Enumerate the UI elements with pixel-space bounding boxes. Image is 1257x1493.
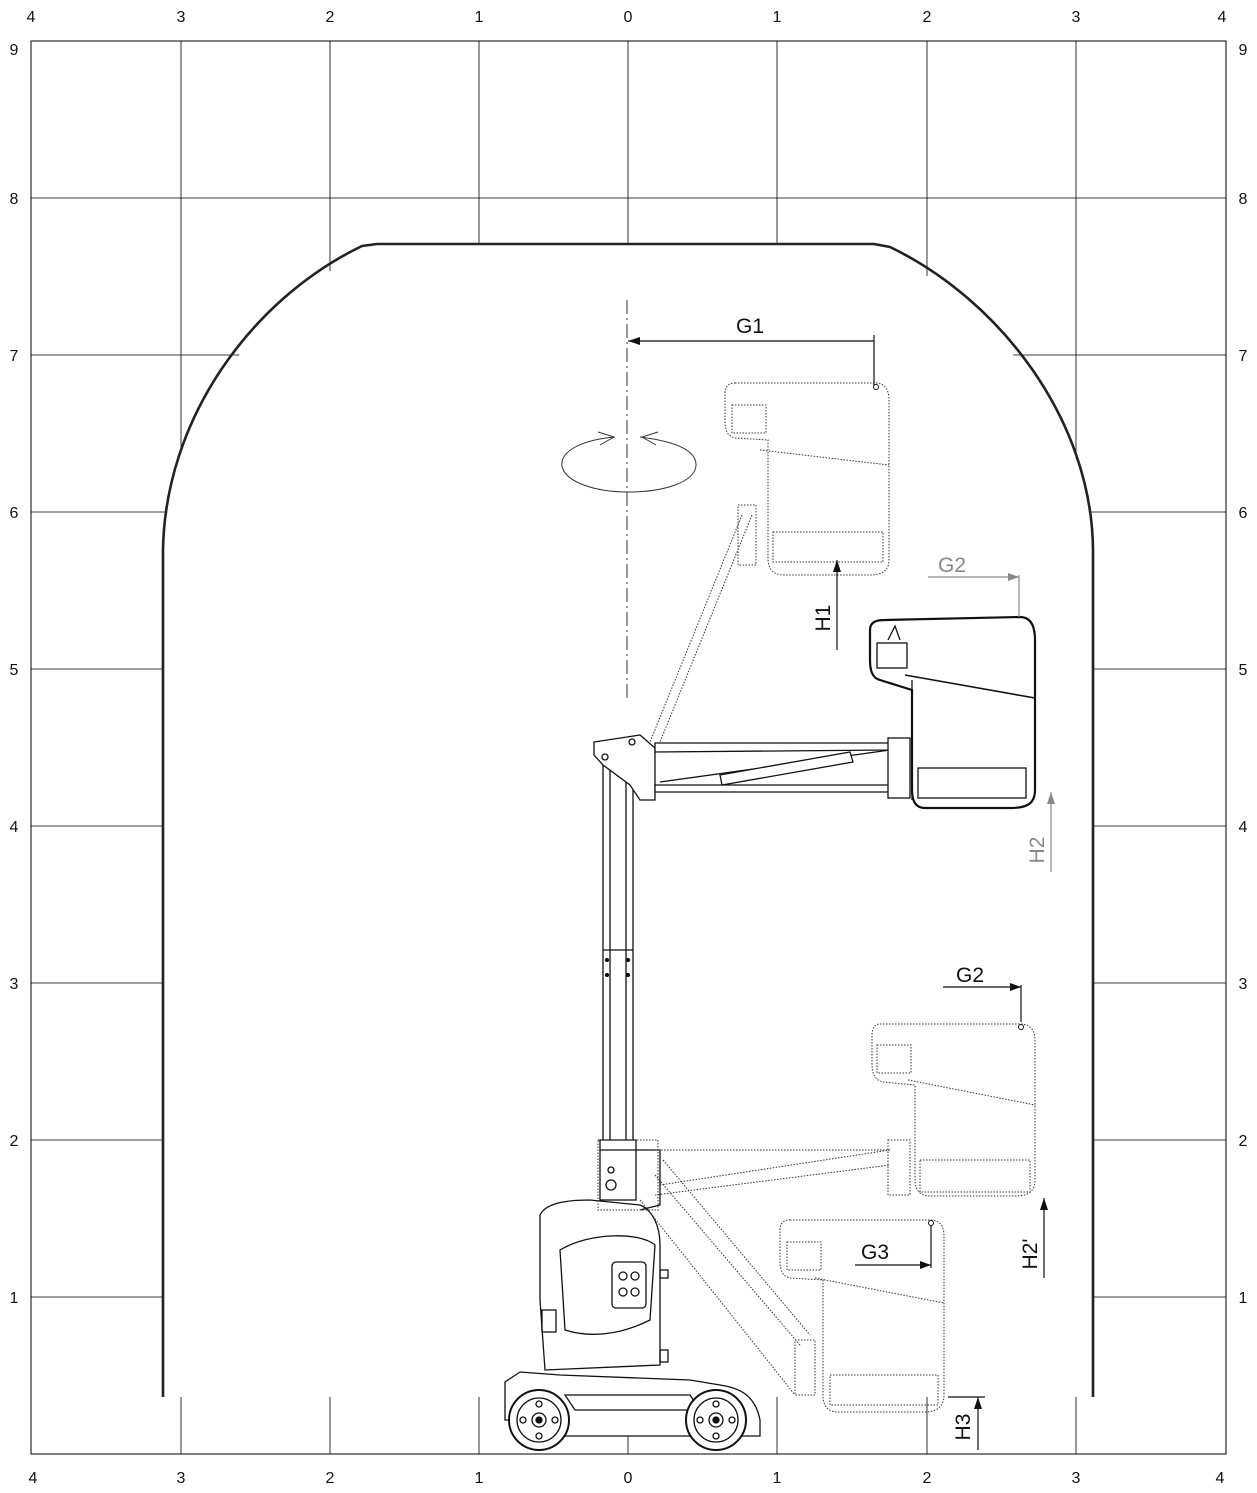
working-envelope-outline — [161, 242, 1095, 1397]
g2-label: G2 — [956, 964, 984, 987]
ghost-basket-top — [649, 382, 890, 743]
x-tick-bottom: 3 — [1072, 1470, 1081, 1487]
x-tick-bottom: 2 — [326, 1470, 335, 1487]
platform-basket — [868, 615, 1037, 810]
jib-cylinder — [719, 751, 854, 786]
y-tick-left: 4 — [10, 819, 19, 836]
jib-upper-arm — [654, 742, 891, 753]
dimension-h2-prime: H2' — [1019, 1198, 1048, 1278]
x-tick-bottom: 3 — [177, 1470, 186, 1487]
x-tick-top: 1 — [773, 9, 782, 26]
x-tick-top: 3 — [1072, 9, 1081, 26]
x-tick-bottom: 2 — [923, 1470, 932, 1487]
mast-head — [593, 734, 656, 801]
y-tick-left: 2 — [10, 1133, 19, 1150]
x-tick-bottom: 4 — [29, 1470, 38, 1487]
ghost-basket-lower — [597, 1023, 1036, 1211]
y-tick-left: 5 — [10, 662, 19, 679]
x-tick-bottom: 1 — [475, 1470, 484, 1487]
x-tick-bottom: 0 — [624, 1470, 633, 1487]
body-panel — [559, 1235, 656, 1335]
dimension-h3: H3 — [948, 1396, 985, 1450]
x-tick-top: 4 — [27, 9, 36, 26]
dimension-h2: H2 — [1026, 792, 1055, 872]
x-axis-bottom: 4 3 2 1 0 1 2 3 4 — [29, 1470, 1225, 1487]
x-tick-top: 4 — [1218, 9, 1227, 26]
y-tick-right: 8 — [1239, 191, 1248, 208]
machine-body — [539, 1199, 661, 1371]
x-axis-top: 4 3 2 1 0 1 2 3 4 — [27, 9, 1227, 26]
front-wheel — [685, 1389, 747, 1451]
y-tick-right: 7 — [1239, 348, 1248, 365]
y-tick-right: 2 — [1239, 1133, 1248, 1150]
y-tick-left: 8 — [10, 191, 19, 208]
y-tick-left: 7 — [10, 348, 19, 365]
y-tick-left: 6 — [10, 505, 19, 522]
ghost-positions — [597, 382, 1036, 1413]
dimension-g3: G3 — [855, 1225, 932, 1269]
h3-label: H3 — [952, 1414, 975, 1441]
y-tick-right: 9 — [1239, 42, 1248, 59]
rear-wheel — [508, 1389, 570, 1451]
h2-label: H2 — [1026, 837, 1049, 864]
diagram-frame — [30, 40, 1227, 1455]
y-tick-right: 4 — [1239, 819, 1248, 836]
y-tick-right: 6 — [1239, 505, 1248, 522]
g1-label: G1 — [736, 315, 764, 338]
x-tick-top: 2 — [923, 9, 932, 26]
h2-prime-label: H2' — [1019, 1239, 1042, 1270]
y-tick-left: 9 — [10, 42, 19, 59]
g3-label: G3 — [861, 1241, 889, 1264]
y-tick-left: 1 — [10, 1290, 19, 1307]
x-tick-bottom: 1 — [773, 1470, 782, 1487]
x-tick-top: 1 — [475, 9, 484, 26]
y-axis-right: 9 8 7 6 5 4 3 2 1 — [1239, 42, 1248, 1307]
mast-base — [599, 1139, 637, 1201]
h1-label: H1 — [812, 605, 835, 632]
control-panel — [611, 1261, 647, 1309]
x-tick-top: 0 — [624, 9, 633, 26]
y-axis-left: 9 8 7 6 5 4 3 2 1 — [10, 42, 19, 1307]
x-tick-bottom: 4 — [1216, 1470, 1225, 1487]
y-tick-left: 3 — [10, 976, 19, 993]
rotation-arrow-icon — [561, 431, 697, 493]
mast — [602, 764, 634, 1146]
dimension-h1: H1 — [812, 560, 841, 650]
y-tick-right: 5 — [1239, 662, 1248, 679]
dimension-g2-gray: G2 — [928, 554, 1020, 617]
jib-bracket — [887, 737, 911, 799]
x-tick-top: 3 — [177, 9, 186, 26]
y-tick-right: 3 — [1239, 976, 1248, 993]
side-port — [541, 1309, 557, 1333]
y-tick-right: 1 — [1239, 1290, 1248, 1307]
dimension-g2: G2 — [943, 964, 1022, 1022]
jib-lower-arm — [654, 784, 891, 793]
x-tick-top: 2 — [326, 9, 335, 26]
dimension-g1: G1 — [628, 315, 875, 385]
lift-machine — [504, 615, 1037, 1451]
g2-gray-label: G2 — [938, 554, 966, 577]
